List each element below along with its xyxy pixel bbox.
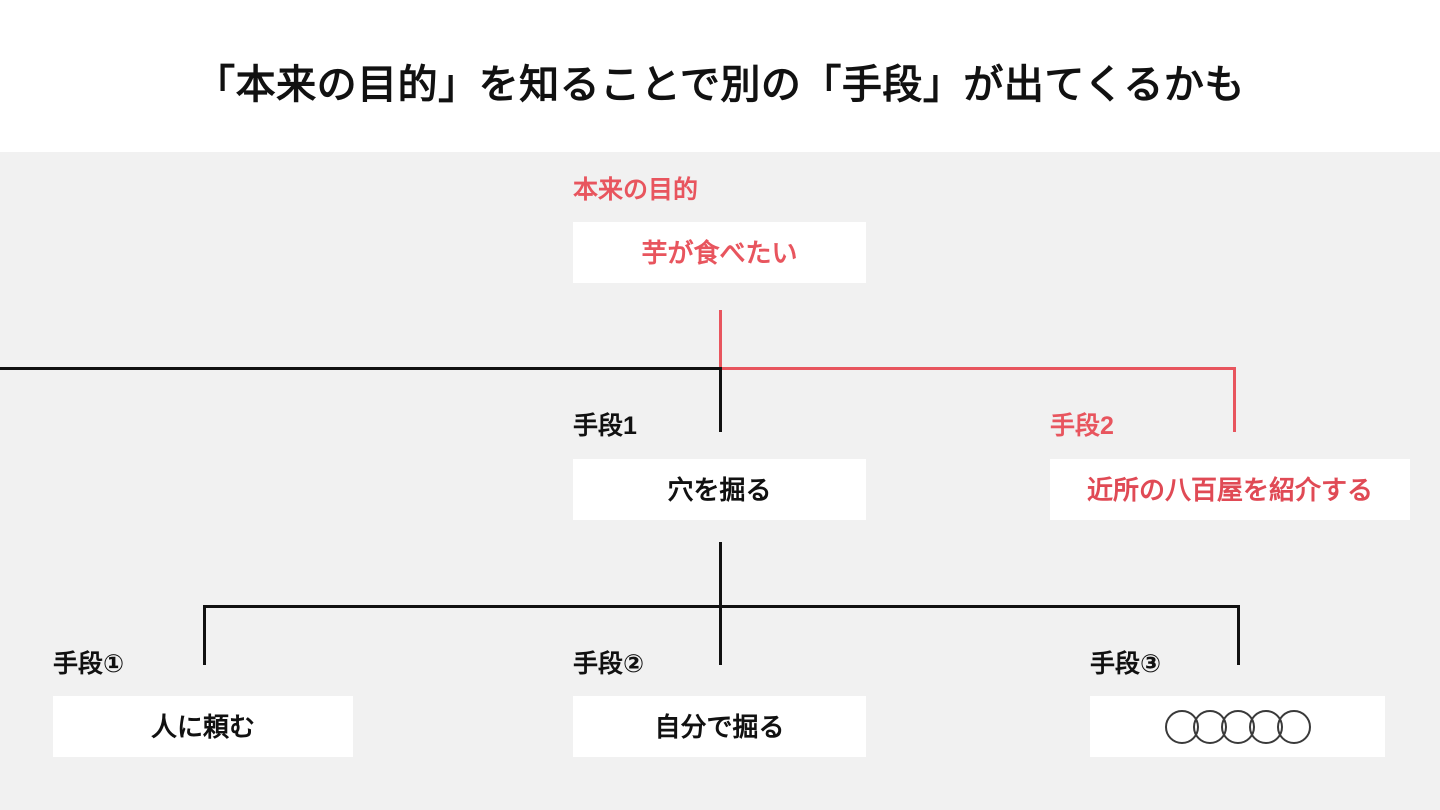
sub-branch-1-label: 手段① bbox=[53, 650, 125, 678]
placeholder-circles-icon bbox=[1164, 709, 1311, 744]
diagram-area: 本来の目的 芋が食べたい 手段1 穴を掘る 手段2 近所の八百屋を紹介する bbox=[0, 152, 1440, 810]
branch-1-label: 手段1 bbox=[573, 412, 637, 440]
branch-1-box[interactable]: 穴を掘る bbox=[573, 459, 866, 520]
connector-drop-sub-3 bbox=[1237, 605, 1240, 665]
branch-2-text: 近所の八百屋を紹介する bbox=[1086, 474, 1373, 505]
circle-icon bbox=[1276, 709, 1311, 744]
sub-branch-2-text: 自分で掘る bbox=[654, 711, 785, 742]
branch-2-box[interactable]: 近所の八百屋を紹介する bbox=[1050, 459, 1410, 520]
sub-branch-1-box[interactable]: 人に頼む bbox=[53, 696, 353, 757]
branch-2-label: 手段2 bbox=[1050, 412, 1114, 440]
connector-sub-horizontal bbox=[203, 605, 1240, 608]
root-node-text: 芋が食べたい bbox=[641, 237, 798, 268]
root-node-box[interactable]: 芋が食べたい bbox=[573, 222, 866, 283]
sub-branch-2-box[interactable]: 自分で掘る bbox=[573, 696, 866, 757]
connector-drop-branch-1 bbox=[719, 367, 722, 432]
connector-drop-sub-1 bbox=[203, 605, 206, 665]
connector-main-horizontal-black bbox=[0, 367, 722, 370]
connector-main-horizontal-red bbox=[719, 367, 1236, 370]
page-title: 「本来の目的」を知ることで別の「手段」が出てくるかも bbox=[195, 63, 1245, 107]
sub-branch-2-label: 手段② bbox=[573, 650, 645, 678]
root-node-label: 本来の目的 bbox=[573, 176, 699, 204]
connector-drop-branch-2 bbox=[1233, 367, 1236, 432]
branch-1-text: 穴を掘る bbox=[667, 474, 772, 505]
title-band: 「本来の目的」を知ることで別の「手段」が出てくるかも bbox=[0, 0, 1440, 152]
sub-branch-3-label: 手段③ bbox=[1090, 650, 1162, 678]
connector-branch-1-stem bbox=[719, 542, 722, 665]
sub-branch-1-text: 人に頼む bbox=[150, 711, 255, 742]
connector-root-stem bbox=[719, 310, 722, 369]
sub-branch-3-box[interactable] bbox=[1090, 696, 1385, 757]
